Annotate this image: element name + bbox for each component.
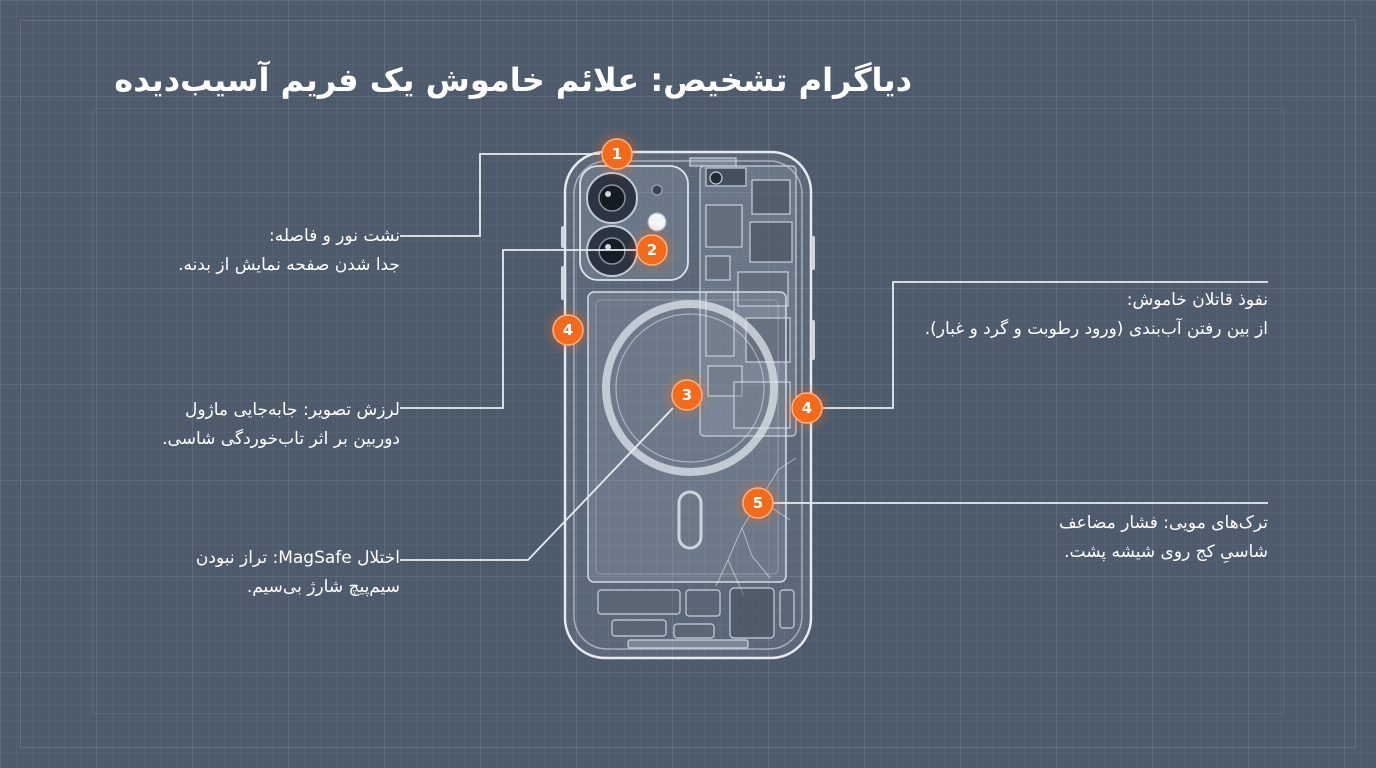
badge-4-left: 4 [542,304,594,356]
annotation-5-heading: ترک‌های مویی: فشار مضاعف [1059,513,1268,533]
annotation-3-heading: اختلال MagSafe: تراز نبودن [195,548,400,568]
annotation-1-body: جدا شدن صفحه نمایش از بدنه. [178,255,400,275]
bottom-components [597,587,795,649]
badge-4-right: 4 [781,382,833,434]
logic-board [689,157,797,437]
inner-border [92,108,1284,714]
annotation-4-heading: نفوذ قاتلان خاموش: [1126,290,1268,310]
badge-4-left-number: 4 [563,321,573,339]
leader-line-4 [823,281,1268,409]
badge-3-number: 3 [682,386,692,404]
badge-2: 2 [626,224,678,276]
annotation-5: ترک‌های مویی: فشار مضاعف شاسیِ کج روی شی… [940,509,1268,567]
diagram-title: دیاگرام تشخیص: علائم خاموش یک فریم آسیب‌… [114,61,912,99]
badge-4-right-number: 4 [802,399,812,417]
annotation-2-body: دوربین بر اثر تاب‌خوردگی شاسی. [162,429,400,449]
annotation-2: لرزش تصویر: جابه‌جایی ماژول دوربین بر اث… [110,396,400,454]
leader-line-1 [400,153,600,237]
badge-1: 1 [591,128,643,180]
badge-5: 5 [732,477,784,529]
outer-border [20,20,1356,748]
annotation-2-heading: لرزش تصویر: جابه‌جایی ماژول [184,400,400,420]
leader-line-3 [400,407,674,561]
annotation-1: نشت نور و فاصله: جدا شدن صفحه نمایش از ب… [110,222,400,280]
leader-lines [400,153,1268,561]
annotation-3: اختلال MagSafe: تراز نبودن سیم‌پیچ شارژ … [110,544,400,602]
annotation-4-body: از بین رفتن آب‌بندی (ورود رطوبت و گرد و … [924,319,1268,339]
badge-3: 3 [661,369,713,421]
annotation-5-body: شاسیِ کج روی شیشه پشت. [1064,542,1268,562]
annotation-3-body: سیم‌پیچ شارژ بی‌سیم. [246,577,400,597]
annotation-4: نفوذ قاتلان خاموش: از بین رفتن آب‌بندی (… [880,286,1268,344]
magsafe-ring [602,300,778,550]
badge-2-number: 2 [647,241,657,259]
leader-line-2 [400,249,636,409]
badge-5-number: 5 [753,494,763,512]
badge-1-number: 1 [612,145,622,163]
annotation-1-heading: نشت نور و فاصله: [269,226,400,246]
